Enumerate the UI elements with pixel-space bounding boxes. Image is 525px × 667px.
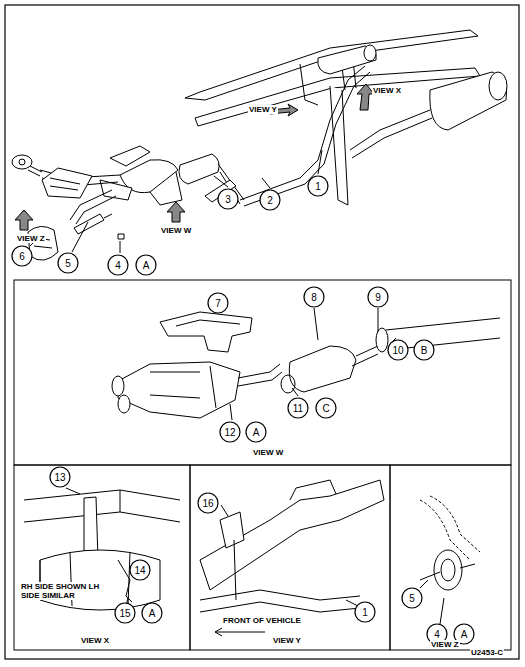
- callout-circle: 10: [387, 339, 409, 361]
- callout-outline: [115, 603, 135, 623]
- callout-outline: [108, 255, 128, 275]
- callout-number: 13: [54, 472, 65, 483]
- callout-number: A: [253, 427, 260, 438]
- callout-number: 4: [115, 260, 121, 271]
- view-label: U2453-C: [470, 648, 504, 657]
- callout-circle: A: [135, 254, 157, 276]
- callout-circle: 16: [197, 492, 219, 514]
- view-label: VIEW W: [252, 448, 284, 457]
- view-label: VIEW X: [372, 86, 402, 95]
- callout-outline: [50, 467, 70, 487]
- callout-outline: [304, 287, 324, 307]
- callout-circle: 13: [49, 466, 71, 488]
- callout-outline: [130, 560, 150, 580]
- callout-circle: 7: [207, 292, 229, 314]
- callout-number: 9: [375, 292, 381, 303]
- callout-outline: [198, 493, 218, 513]
- callout-number: 14: [134, 565, 145, 576]
- view-label: FRONT OF VEHICLE: [222, 616, 302, 625]
- callout-number: 15: [119, 608, 130, 619]
- callout-circle: 5: [401, 587, 423, 609]
- callout-outline: [414, 340, 434, 360]
- callout-outline: [388, 340, 408, 360]
- callout-outline: [58, 253, 78, 273]
- callout-circle: 14: [129, 559, 151, 581]
- callout-circle: A: [141, 602, 163, 624]
- callout-circle: 9: [367, 286, 389, 308]
- callout-circle: C: [315, 397, 337, 419]
- callout-number: A: [143, 260, 150, 271]
- callout-number: 7: [215, 298, 221, 309]
- view-label: VIEW W: [160, 226, 192, 235]
- callout-circle: 8: [303, 286, 325, 308]
- callout-number: A: [461, 629, 468, 640]
- callout-number: 8: [311, 292, 317, 303]
- callout-number: B: [421, 345, 428, 356]
- callout-number: 10: [392, 345, 403, 356]
- callout-circle: 6: [11, 245, 33, 267]
- callout-circle: B: [413, 339, 435, 361]
- callout-outline: [368, 287, 388, 307]
- callout-outline: [355, 602, 375, 622]
- callout-number: 1: [315, 181, 321, 192]
- callout-circle: 1: [307, 175, 329, 197]
- callout-outline: [308, 176, 328, 196]
- callout-outline: [12, 246, 32, 266]
- view-label: RH SIDE SHOWN LH SIDE SIMILAR: [20, 582, 102, 600]
- view-label: VIEW Y: [248, 105, 278, 114]
- callout-circle: 2: [259, 189, 281, 211]
- callout-circle: 15: [114, 602, 136, 624]
- callout-circle: 5: [57, 252, 79, 274]
- callout-number: C: [322, 403, 329, 414]
- callout-number: 12: [224, 427, 235, 438]
- callout-outline: [316, 398, 336, 418]
- callout-outline: [288, 398, 308, 418]
- callout-number: 4: [434, 629, 440, 640]
- callout-circle: 11: [287, 397, 309, 419]
- callout-number: A: [149, 608, 156, 619]
- view-label: VIEW Z: [430, 640, 460, 649]
- callout-number: 5: [409, 593, 415, 604]
- callout-outline: [260, 190, 280, 210]
- callout-outline: [246, 422, 266, 442]
- callout-number: 2: [267, 195, 273, 206]
- callout-circle: 4: [107, 254, 129, 276]
- callout-outline: [218, 189, 238, 209]
- callout-circle: 1: [354, 601, 376, 623]
- callout-circle: 12: [219, 421, 241, 443]
- view-label: VIEW X: [80, 636, 110, 645]
- callout-number: 3: [225, 194, 231, 205]
- callout-number: 1: [362, 607, 368, 618]
- callout-outline: [402, 588, 422, 608]
- view-label: VIEW Z: [16, 234, 46, 243]
- callout-outline: [208, 293, 228, 313]
- callout-circle: 3: [217, 188, 239, 210]
- callout-outline: [142, 603, 162, 623]
- callout-circle: A: [245, 421, 267, 443]
- callout-number: 16: [202, 498, 213, 509]
- view-label: VIEW Y: [272, 636, 302, 645]
- callout-number: 11: [293, 403, 303, 414]
- callout-number: 5: [65, 258, 71, 269]
- callout-number: 6: [19, 251, 25, 262]
- callout-outline: [136, 255, 156, 275]
- callout-outline: [220, 422, 240, 442]
